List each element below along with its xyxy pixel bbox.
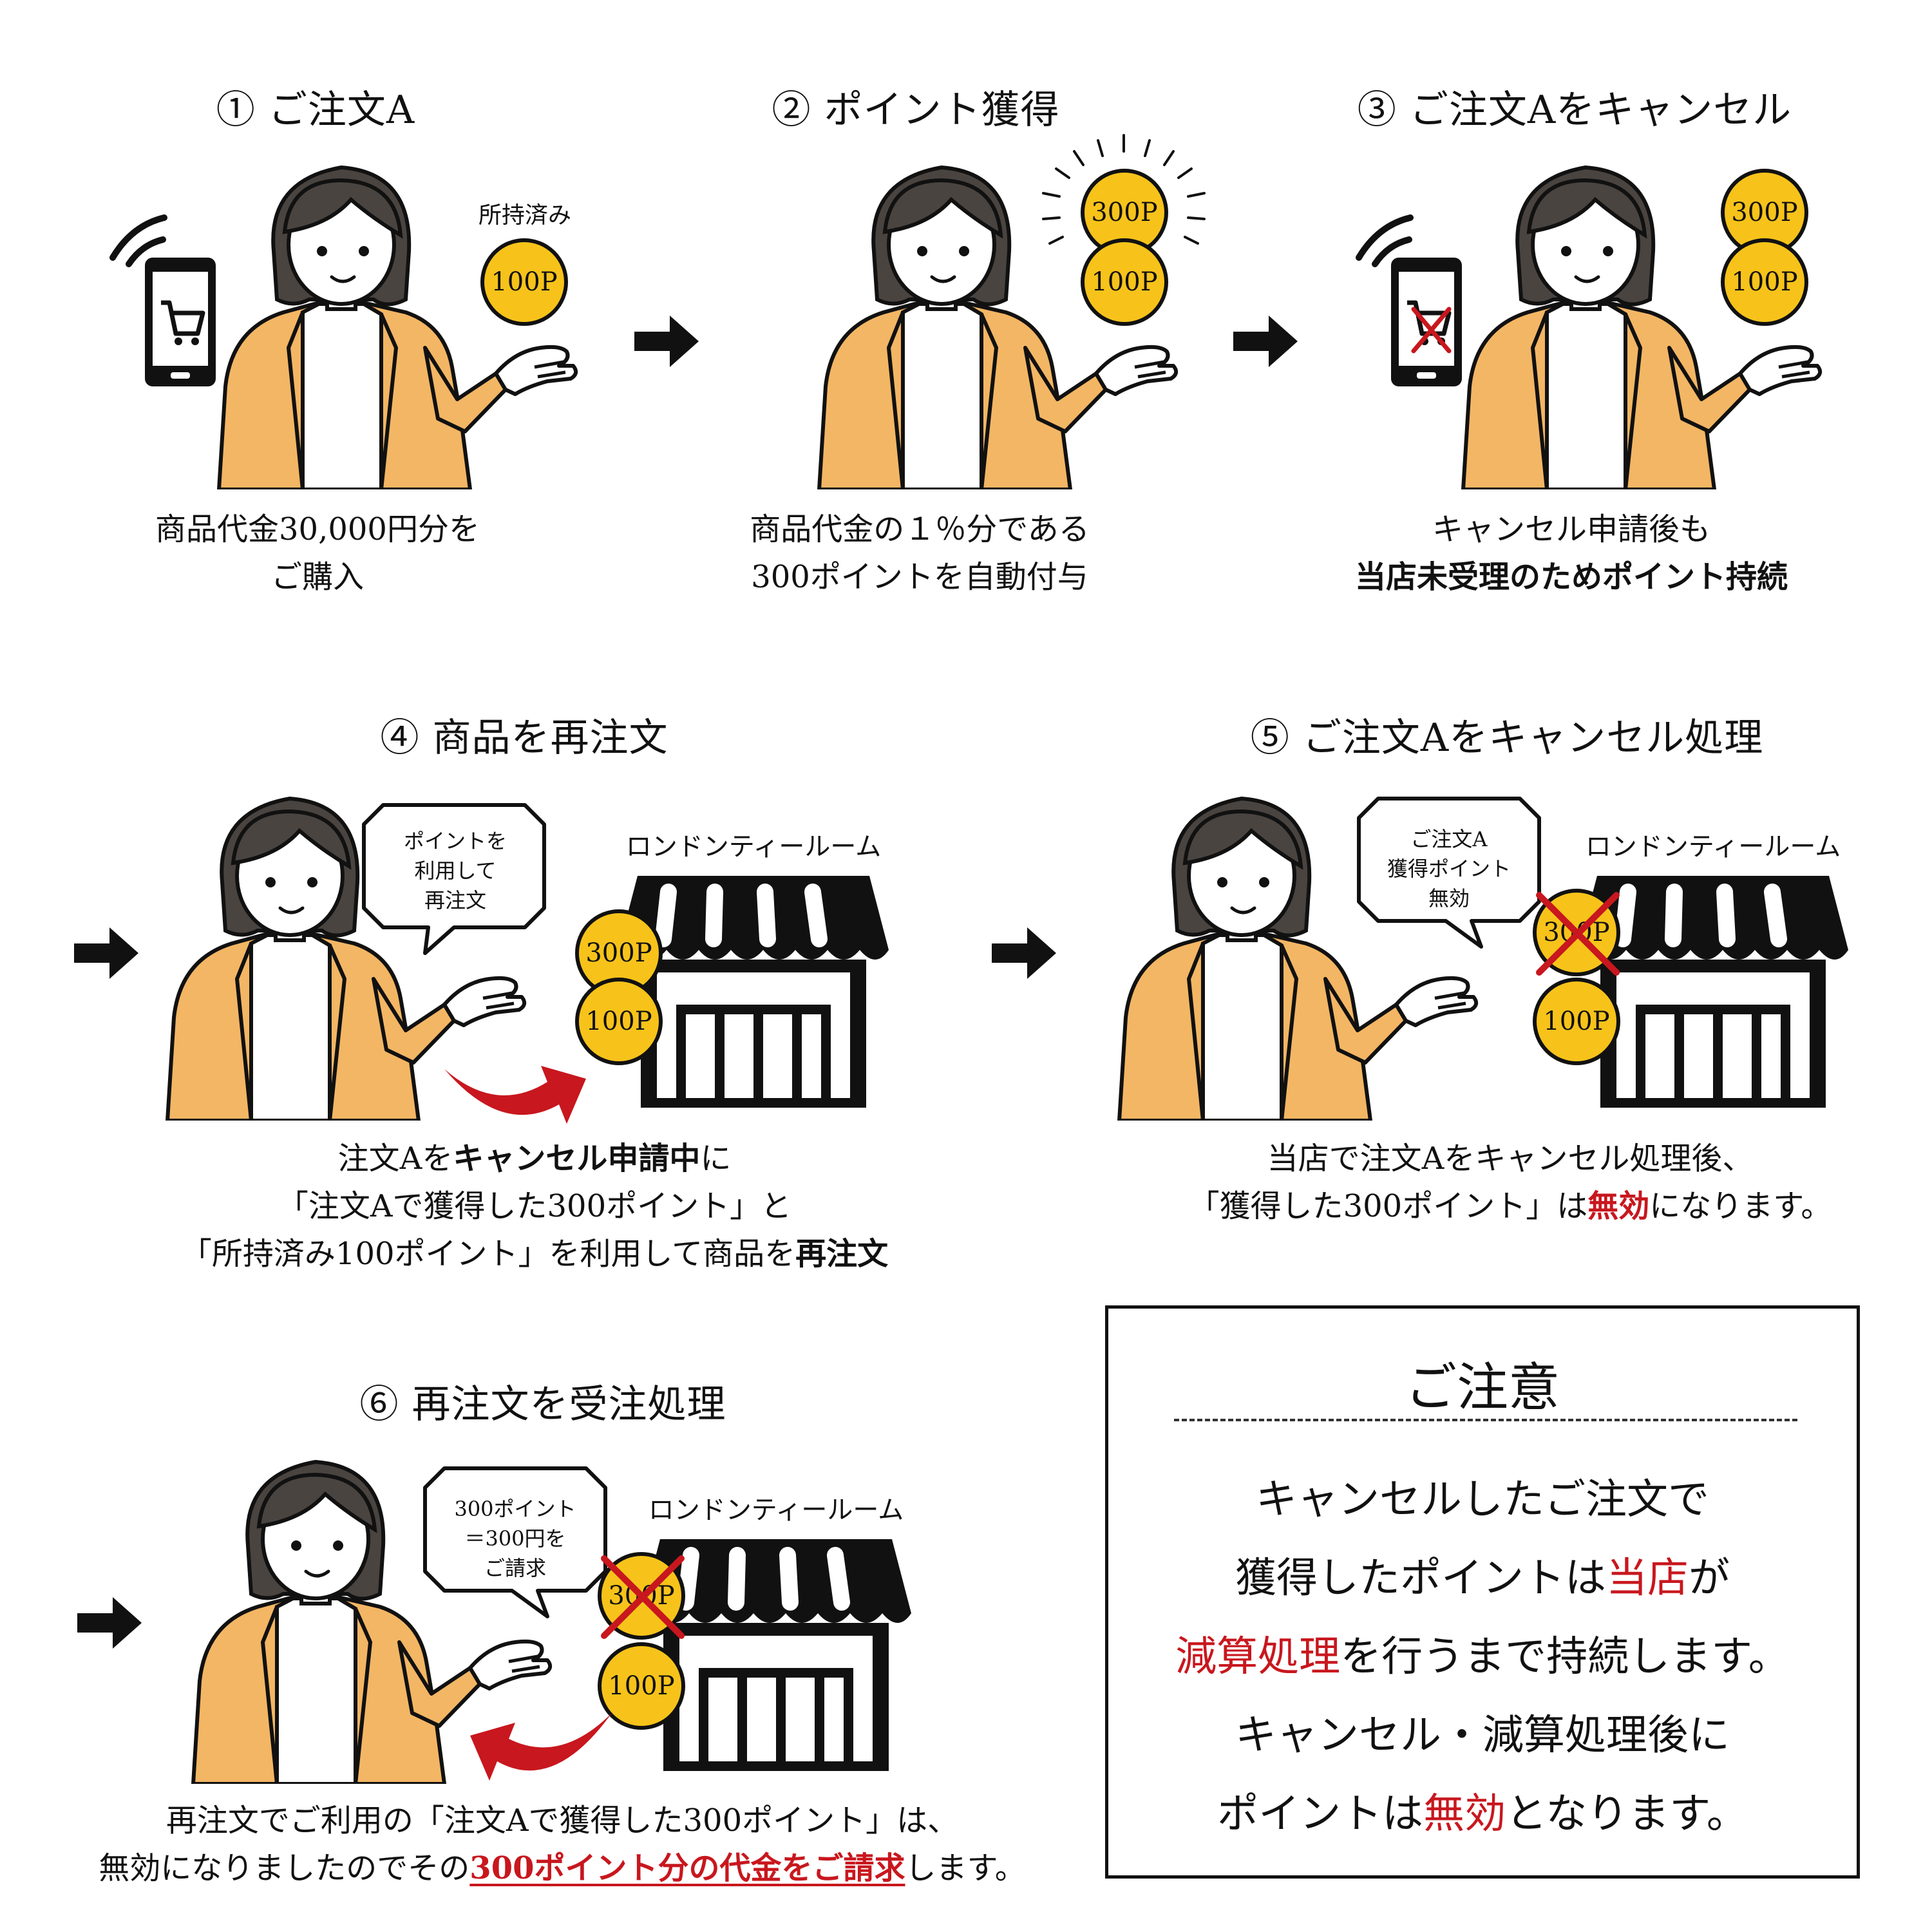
step2-title: ② ポイント獲得 [772,88,1060,133]
caption-part: 注文Aを [337,1141,453,1177]
cross-mark-icon [1536,892,1620,976]
coin-100p: 100P [1721,238,1808,326]
coin-100p: 100P [1081,238,1168,326]
speech-bubble [1357,797,1541,949]
coin-300p: 300P [575,909,663,997]
coin-100p: 100P [480,238,568,326]
step5-caption: 当店で注文Aをキャンセル処理後、 「獲得した300ポイント」は無効になります。 [1189,1135,1832,1230]
step4-caption: 注文Aをキャンセル申請中に 「注文Aで獲得した300ポイント」と 「所持済み10… [181,1135,888,1278]
step3-title: ③ ご注文Aをキャンセル [1357,88,1792,133]
coin-100p: 100P [1533,978,1620,1065]
speech-bubble [362,803,546,955]
notice-line: キャンセル・減算処理後に [1235,1712,1730,1759]
coin-100p: 100P [575,978,663,1065]
caption-line: 当店未受理のためポイント持続 [1354,559,1788,595]
notice-highlight: 減算処理 [1175,1633,1341,1681]
caption-line: 「所持済み100ポイント」を利用して商品を再注文 [181,1230,888,1278]
red-curved-arrow-icon [444,1066,586,1124]
notice-highlight: 無効 [1423,1790,1506,1838]
speech-bubble [423,1466,607,1618]
notice-divider [1174,1419,1797,1421]
arrow-right-icon [634,316,699,367]
phone-cart-cancelled-icon [1343,213,1497,419]
caption-line: 再注文でご利用の「注文Aで獲得した300ポイント」は、 [166,1803,959,1839]
step4-title: ④ 商品を再注文 [380,715,668,761]
notice-line: 獲得したポイントは当店が [1108,1539,1857,1618]
bubble-line: 無効 [1428,886,1470,911]
caption-line: 商品代金の１％分である [750,511,1090,547]
shop-name: ロンドンティールーム [648,1495,904,1525]
caption-line: 商品代金30,000円分を [155,511,480,547]
bubble-text: ご注文A 獲得ポイント 無効 [1387,824,1511,913]
step6-title: ⑥ 再注文を受注処理 [359,1382,726,1427]
notice-part: となります。 [1506,1790,1748,1838]
caption-highlight: 無効 [1587,1188,1650,1224]
bubble-line: ご請求 [484,1556,546,1580]
caption-bold: 再注文 [795,1236,889,1272]
shop-icon [618,863,902,1121]
step6-caption: 再注文でご利用の「注文Aで獲得した300ポイント」は、 無効になりましたのでその… [99,1797,1025,1892]
notice-line: ポイントは無効となります。 [1108,1775,1857,1853]
step5-title: ⑤ ご注文Aをキャンセル処理 [1250,715,1764,761]
bubble-line: ＝300円を [464,1526,566,1551]
bubble-line: 獲得ポイント [1387,857,1511,881]
caption-part: になります。 [1649,1188,1832,1224]
bubble-text: ポイントを 利用して 再注文 [404,826,507,915]
bubble-line: 再注文 [424,888,487,913]
notice-part: 獲得したポイントは [1235,1555,1606,1602]
caption-part: に [700,1141,732,1177]
caption-line: ご購入 [270,559,364,595]
cross-mark-icon [601,1555,685,1639]
caption-line: キャンセル申請後も [1432,511,1711,547]
caption-bold: キャンセル申請中 [453,1141,701,1177]
caption-line: 300ポイントを自動付与 [751,559,1088,595]
bubble-line: ご注文A [1410,827,1488,851]
owned-label: 所持済み [478,202,572,229]
notice-body: キャンセルしたご注文で 獲得したポイントは当店が 減算処理を行うまで持続します。… [1108,1461,1857,1853]
caption-highlight: 300ポイント分の代金をご請求 [469,1850,905,1886]
bubble-text: 300ポイント ＝300円を ご請求 [454,1494,576,1583]
notice-box: ご注意 キャンセルしたご注文で 獲得したポイントは当店が 減算処理を行うまで持続… [1105,1305,1860,1879]
caption-line: 「注文Aで獲得した300ポイント」と [277,1188,792,1224]
notice-highlight: 当店 [1606,1555,1689,1602]
red-curved-arrow-icon [470,1713,612,1781]
shop-name: ロンドンティールーム [1585,832,1841,862]
arrow-right-icon [77,1597,142,1649]
step3-caption: キャンセル申請後も 当店未受理のためポイント持続 [1355,506,1788,601]
notice-part: ポイントは [1217,1790,1424,1838]
arrow-right-icon [1233,316,1298,367]
bubble-line: 利用して [414,858,497,883]
coin-100p: 100P [598,1642,685,1730]
notice-part: が [1689,1555,1730,1602]
notice-title: ご注意 [1405,1358,1560,1417]
step1-title: ① ご注文A [216,88,415,133]
bubble-line: 300ポイント [454,1497,576,1521]
caption-part: します。 [905,1850,1026,1886]
bubble-line: ポイントを [403,829,507,853]
arrow-right-icon [992,927,1056,979]
sparkle-icon [1042,134,1206,245]
caption-line: 当店で注文Aをキャンセル処理後、 [1267,1141,1754,1177]
step2-caption: 商品代金の１％分である 300ポイントを自動付与 [750,506,1090,601]
notice-line: キャンセルしたご注文で [1256,1476,1709,1524]
caption-line: 「獲得した300ポイント」は無効になります。 [1189,1182,1832,1230]
notice-part: を行うまで持続します。 [1340,1633,1790,1681]
notice-line: 減算処理を行うまで持続します。 [1108,1618,1857,1696]
shop-name: ロンドンティールーム [625,832,882,862]
caption-line: 注文Aをキャンセル申請中に [181,1135,888,1182]
caption-part: 無効になりましたのでその [99,1850,470,1886]
step1-caption: 商品代金30,000円分を ご購入 [155,506,480,601]
arrow-right-icon [74,927,138,979]
caption-line: 無効になりましたのでその300ポイント分の代金をご請求します。 [99,1844,1025,1892]
caption-part: 「獲得した300ポイント」は [1188,1188,1588,1224]
caption-part: 「所持済み100ポイント」を利用して商品を [180,1236,796,1272]
